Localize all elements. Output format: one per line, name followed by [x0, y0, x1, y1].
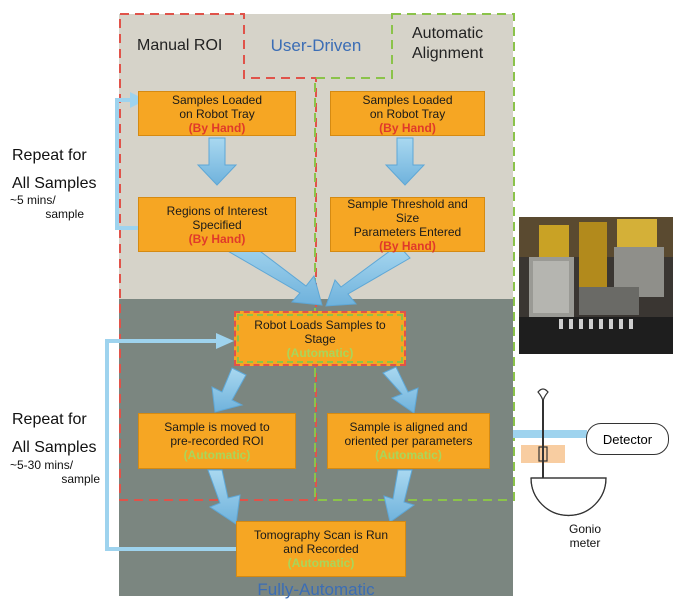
arrow-load-to-threshold [384, 137, 426, 186]
manual-roi-header: Manual ROI [137, 37, 223, 54]
robot-photo [519, 217, 673, 354]
box-samples-loaded-auto: Samples Loaded on Robot Tray (By Hand) [330, 91, 485, 136]
goniometer-body [530, 477, 607, 517]
detector-label: Detector [586, 423, 669, 455]
arrow-moved-to-scan [207, 469, 241, 525]
repeat-time-top: ~5 mins/ sample [10, 193, 84, 221]
box-roi-specified: Regions of Interest Specified (By Hand) [138, 197, 296, 252]
beam-line [513, 430, 587, 438]
repeat-label-bottom: Repeat for All Samples [12, 411, 97, 456]
arrow-robot-to-aligned [382, 366, 419, 414]
repeat-time-bottom: ~5-30 mins/ sample [10, 458, 100, 486]
arrow-aligned-to-scan [383, 469, 416, 523]
loop-upper [115, 98, 138, 230]
goniometer-label: Gonio meter [568, 522, 602, 550]
automatic-alignment-header: Automatic Alignment [412, 25, 484, 62]
arrow-robot-to-moved [211, 367, 247, 413]
arrow-threshold-to-robot [325, 244, 411, 307]
box-tomography-scan: Tomography Scan is Run and Recorded (Aut… [236, 521, 406, 577]
loop-lower-head [216, 333, 234, 349]
loop-lower [105, 339, 236, 551]
arrow-load-to-roi [196, 137, 238, 186]
box-moved-to-roi: Sample is moved to pre-recorded ROI (Aut… [138, 413, 296, 469]
box-aligned-oriented: Sample is aligned and oriented per param… [327, 413, 490, 469]
robot-photo-drawing [519, 217, 673, 354]
box-robot-loads: Robot Loads Samples to Stage (Automatic) [234, 311, 406, 366]
box-threshold-entered: Sample Threshold and Size Parameters Ent… [330, 197, 485, 253]
automatic-alignment-outline [314, 13, 515, 501]
user-driven-header: User-Driven [270, 36, 362, 55]
repeat-label-top: Repeat for All Samples [12, 147, 97, 192]
box-samples-loaded-manual: Samples Loaded on Robot Tray (By Hand) [138, 91, 296, 136]
sample-tip [537, 388, 549, 403]
fully-automatic-header: Fully-Automatic [257, 580, 375, 599]
